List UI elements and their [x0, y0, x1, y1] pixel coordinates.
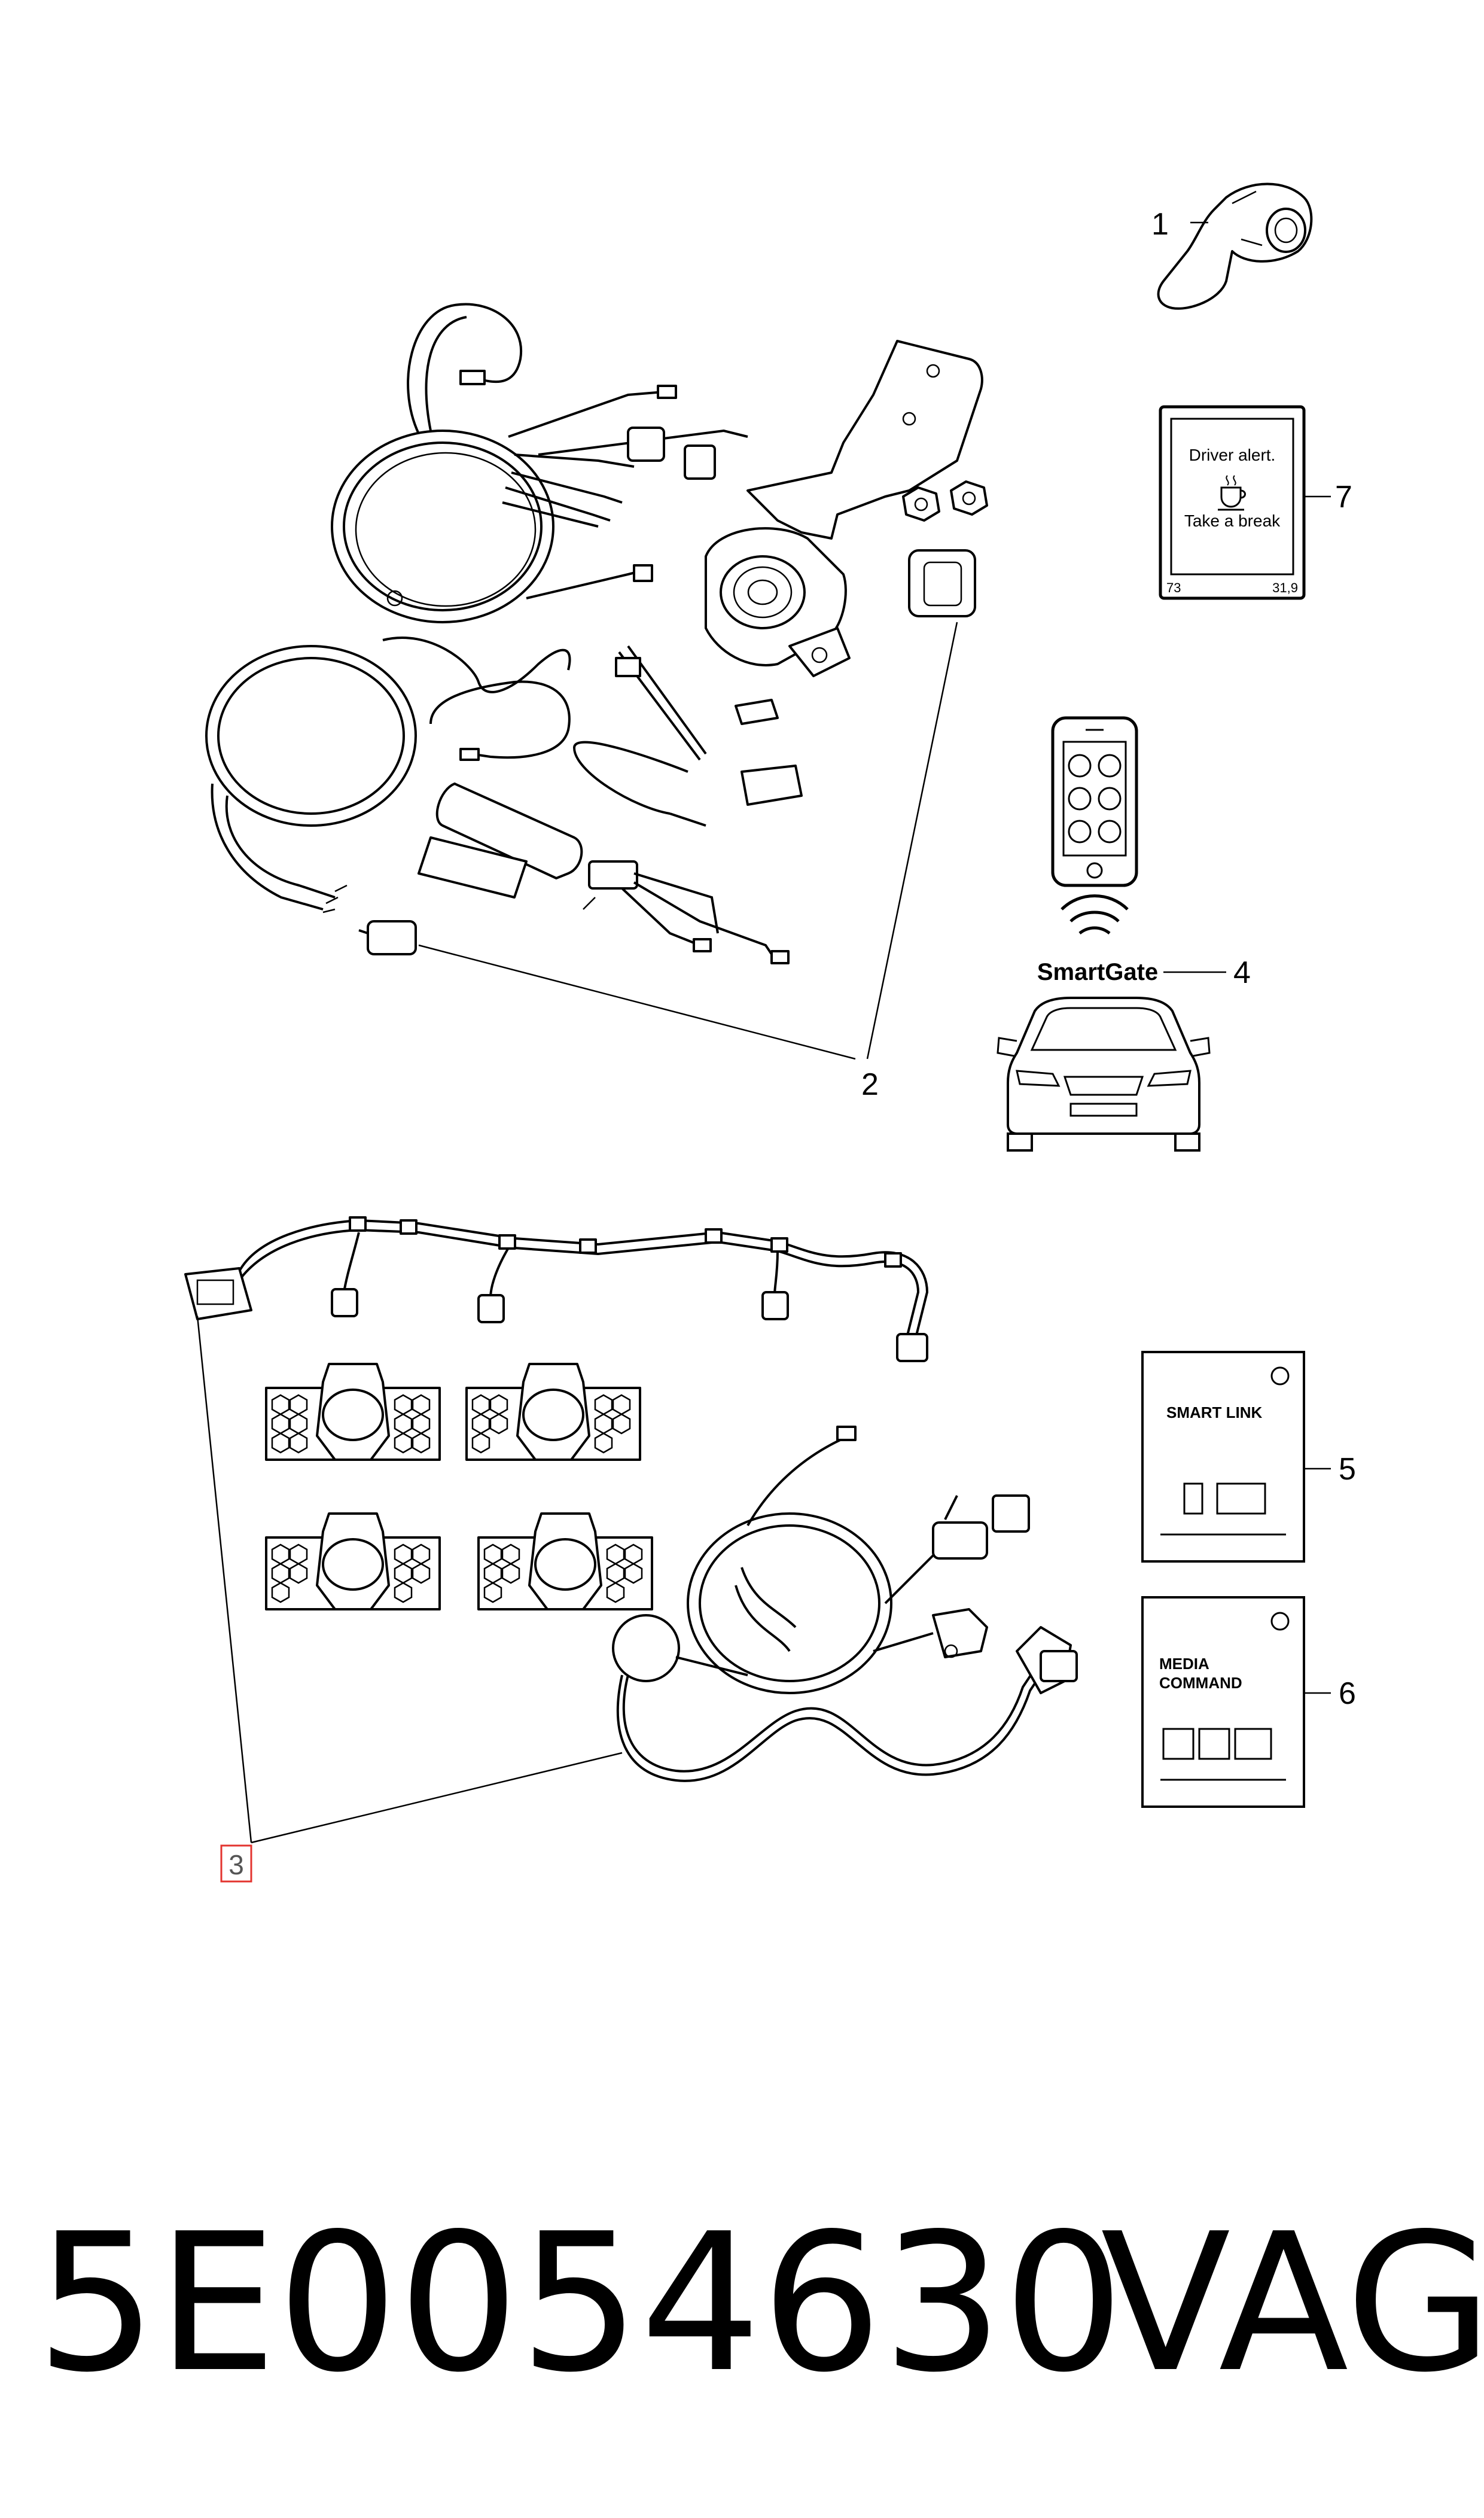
part-number: 5E0054630	[36, 2193, 1125, 2414]
callout-7: 7	[1335, 480, 1352, 514]
sensor-bracket-1	[265, 1363, 441, 1461]
sensor-bracket-2	[465, 1363, 641, 1461]
parts-diagram: 1 Driver alert. Take a break 73 31,9 7	[184, 182, 1356, 1883]
smartgate-module-part: SmartGate	[997, 716, 1226, 1152]
driver-alert-display: Driver alert. Take a break 73 31,9	[1159, 405, 1331, 600]
driver-alert-line2: Take a break	[1184, 511, 1281, 530]
media-command-title-line2: COMMAND	[1159, 1674, 1242, 1692]
sensor-bracket-3	[265, 1512, 441, 1610]
callout-2: 2	[861, 1067, 879, 1102]
callout-1: 1	[1151, 207, 1169, 242]
car-front-icon	[997, 997, 1211, 1152]
parking-sensor-kit	[184, 1216, 1078, 1782]
smart-link-manual: SMART LINK	[1141, 1351, 1331, 1563]
wiring-harness-kit	[205, 303, 988, 964]
brand-name: VAG	[1101, 2193, 1484, 2414]
coffee-cup-icon	[1218, 475, 1246, 511]
callout-3-box: 3	[220, 1844, 252, 1883]
callout-4: 4	[1233, 955, 1251, 990]
smart-link-title: SMART LINK	[1166, 1403, 1263, 1421]
app-icons-grid	[1068, 754, 1122, 844]
callout-5: 5	[1339, 1452, 1356, 1487]
sensor-bracket-4	[477, 1512, 653, 1610]
callout-6: 6	[1339, 1676, 1356, 1711]
wireless-signal-icon	[1061, 894, 1129, 935]
media-command-manual: MEDIA COMMAND	[1141, 1596, 1331, 1808]
callout-3: 3	[228, 1849, 244, 1880]
driver-alert-left-value: 73	[1166, 580, 1181, 595]
driver-alert-line1: Driver alert.	[1189, 446, 1276, 464]
driver-alert-right-value: 31,9	[1272, 580, 1298, 595]
smartgate-label: SmartGate	[1037, 959, 1158, 985]
media-command-title-line1: MEDIA	[1159, 1655, 1209, 1673]
stalk-switch-part	[1157, 182, 1313, 310]
